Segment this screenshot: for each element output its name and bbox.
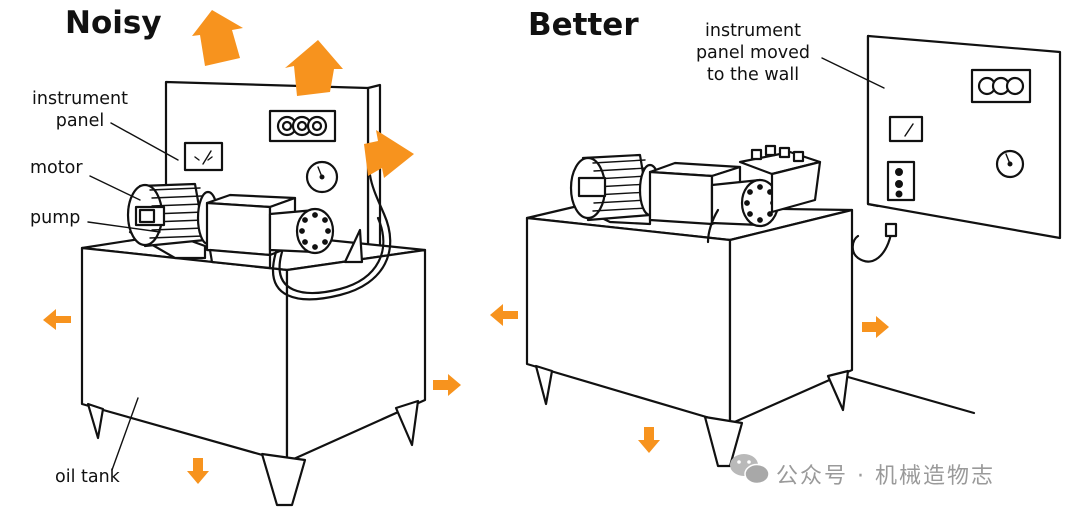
noise-arrow-icon <box>490 304 889 453</box>
label-panel-moved-line2: panel moved <box>695 43 811 63</box>
noise-arrow-icon <box>43 10 461 484</box>
left-leader-lines <box>87 122 179 471</box>
better-title: Better <box>528 7 639 43</box>
right-oil-tank <box>525 204 854 468</box>
label-panel-moved: instrument panel moved to the wall <box>688 20 818 86</box>
label-panel-moved-line1: instrument <box>705 21 801 41</box>
label-instrument-panel: instrument panel <box>30 88 130 132</box>
wall-instrument-panel <box>851 34 1062 263</box>
label-motor: motor <box>30 158 83 178</box>
watermark-text: 公众号 · 机械造物志 <box>776 464 995 489</box>
right-pump <box>648 144 822 244</box>
label-pump: pump <box>30 208 81 228</box>
right-motor <box>569 153 662 226</box>
label-panel-moved-line3: to the wall <box>706 65 800 85</box>
floor-line <box>846 375 976 415</box>
noisy-title: Noisy <box>65 5 162 41</box>
left-pump <box>205 173 392 301</box>
right-leader-line <box>821 57 885 89</box>
label-instrument-panel-line1: instrument <box>32 89 128 109</box>
right-better-unit <box>490 34 1062 468</box>
label-oil-tank: oil tank <box>55 467 120 487</box>
wechat-icon <box>730 454 770 485</box>
left-noisy-unit <box>43 10 461 507</box>
label-instrument-panel-line2: panel <box>55 111 105 131</box>
